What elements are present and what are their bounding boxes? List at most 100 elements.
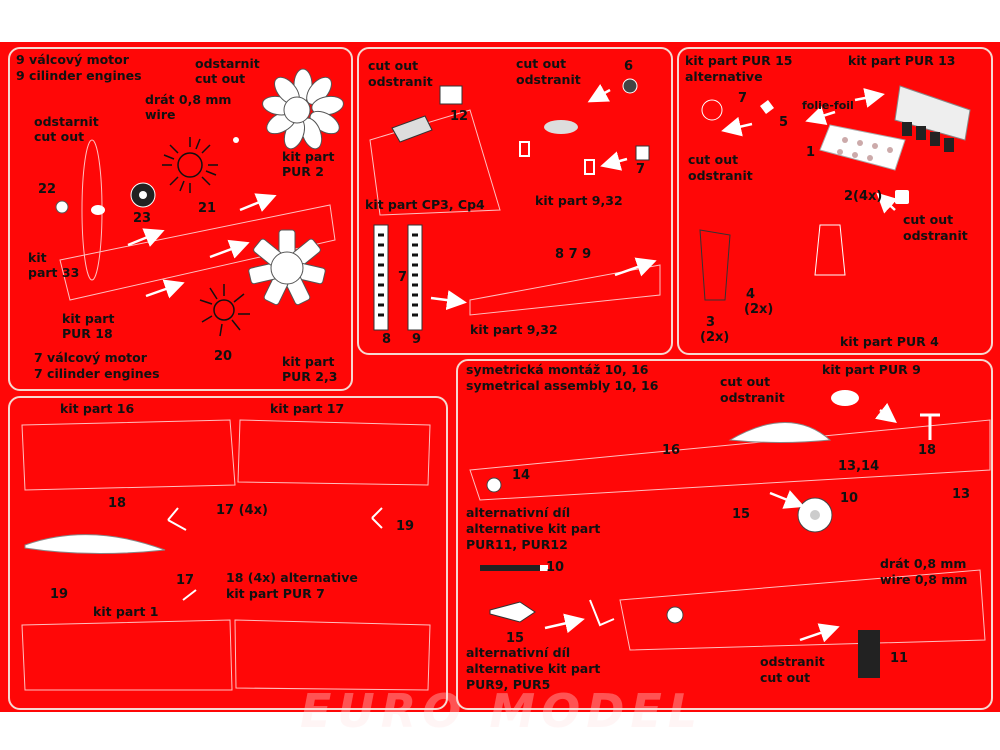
- alt2-label-cz: alternativní díl: [466, 645, 571, 660]
- part-number-10: 10: [840, 491, 859, 506]
- part-number-8: 8: [382, 332, 392, 347]
- part-number-7b: 7: [398, 270, 408, 285]
- cockpit-parts: [391, 78, 650, 175]
- part-number-11: 11: [890, 651, 909, 666]
- p2-cutout-b-cz: odstranit: [516, 72, 581, 87]
- engine9-title-en: 9 cilinder engines: [16, 68, 142, 83]
- wing-strut-parts: [24, 507, 383, 601]
- alt18-label-a: 18 (4x) alternative: [226, 570, 358, 585]
- part-number-7: 7: [636, 162, 646, 177]
- wire-p5-en: wire 0,8 mm: [880, 572, 968, 587]
- p3-cutout-a-cz: odstranit: [688, 168, 753, 183]
- engine-9-cyl: [262, 68, 344, 150]
- part-number-9: 9: [412, 332, 422, 347]
- part-number-7-p3: 7: [738, 91, 748, 106]
- p3-cutout-b-en: cut out: [903, 212, 954, 227]
- kitpart-932-label-top: kit part 9,32: [535, 193, 623, 208]
- kitpart-pur2-label-b: PUR 2: [282, 164, 324, 179]
- cutout2-label-cz: odstarnit: [34, 114, 99, 129]
- engine-9-wire-star: [162, 137, 218, 193]
- panel-engines: [8, 47, 353, 391]
- alt1-label-cz: alternativní díl: [466, 505, 571, 520]
- kitpart33-label-b: part 33: [28, 265, 80, 280]
- cutout-label-cz: odstarnit: [195, 56, 260, 71]
- p3-cutout-a-en: cut out: [688, 152, 739, 167]
- alt18-label-b: kit part PUR 7: [226, 586, 325, 601]
- part-number-1-p3: 1: [806, 145, 816, 160]
- part-number-22: 22: [38, 182, 57, 197]
- cutout-label-en: cut out: [195, 71, 246, 86]
- part-number-12: 12: [450, 109, 469, 124]
- wire-p5-cz: drát 0,8 mm: [880, 556, 967, 571]
- engine7-title-en: 7 cilinder engines: [34, 366, 160, 381]
- part-number-19-right: 19: [396, 519, 415, 534]
- part-number-21: 21: [198, 201, 217, 216]
- part-number-20: 20: [214, 349, 233, 364]
- p5-cutout-top-en: cut out: [720, 374, 771, 389]
- kitpart-cp34-label: kit part CP3, Cp4: [365, 197, 485, 212]
- kitpart-pur18-label-b: PUR 18: [62, 326, 113, 341]
- kitpart-pur2-label-a: kit part: [282, 149, 335, 164]
- part-number-17-4x: 17 (4x): [216, 503, 268, 518]
- assembly-arrows-p5: [544, 402, 897, 643]
- p5-cutout-top-cz: odstranit: [720, 390, 785, 405]
- kitpart16-label: kit part 16: [60, 401, 135, 416]
- p5-cutout-bot-cz: odstranit: [760, 654, 825, 669]
- part-number-6: 6: [624, 59, 634, 74]
- cutout2-label-en: cut out: [34, 129, 85, 144]
- assembly-arrows-p2: [430, 83, 657, 310]
- kitpart-pur15-label-a: kit part PUR 15: [685, 53, 793, 68]
- kitpart17-label: kit part 17: [270, 401, 345, 416]
- engine-7-cyl: [248, 229, 326, 306]
- part-number-18: 18: [108, 496, 127, 511]
- part-number-18-p5: 18: [918, 443, 937, 458]
- p3-cutout-b-cz: odstranit: [903, 228, 968, 243]
- watermark-logo: EURO MODEL: [300, 684, 704, 738]
- part-number-3-qty: (2x): [700, 330, 730, 345]
- part-number-23: 23: [133, 211, 152, 226]
- part-number-10b: 10: [546, 560, 565, 575]
- part-number-13-14: 13,14: [838, 459, 880, 474]
- kitpart-pur4-label: kit part PUR 4: [840, 334, 939, 349]
- assembly-arrows-p3: [721, 88, 898, 214]
- part-number-14: 14: [512, 468, 531, 483]
- assembly-arrows-p1: [127, 193, 277, 299]
- kitpart-pur18-label-a: kit part: [62, 311, 115, 326]
- p2-cutout-a-en: cut out: [368, 58, 419, 73]
- kitpart-pur15-label-b: alternative: [685, 69, 763, 84]
- alt2-label-parts: PUR9, PUR5: [466, 677, 551, 692]
- propeller-hub-parts: [55, 137, 239, 215]
- part-number-15-bottom: 15: [506, 631, 525, 646]
- alt1-label-en: alternative kit part: [466, 521, 601, 536]
- part-number-15-top: 15: [732, 507, 751, 522]
- kitpart-932-label-bottom: kit part 9,32: [470, 322, 558, 337]
- part-number-16: 16: [662, 443, 681, 458]
- part-number-19-left: 19: [50, 587, 69, 602]
- panel-wings: [8, 396, 448, 710]
- panel-cockpit: [357, 47, 673, 355]
- kitpart-pur23-label-a: kit part: [282, 354, 335, 369]
- engine9-title-cz: 9 válcový motor: [16, 52, 129, 67]
- part-number-3: 3: [706, 315, 716, 330]
- panel-undercarriage: [456, 359, 993, 710]
- part-numbers-879: 8 7 9: [555, 247, 592, 262]
- undercarriage-parts: [480, 390, 940, 678]
- engine-7-wire-star: [199, 284, 250, 337]
- cockpit-ladders: [373, 224, 423, 331]
- part-number-4: 4: [746, 287, 756, 302]
- part-number-5: 5: [779, 115, 789, 130]
- foil-label: folie-foil: [802, 99, 854, 112]
- wire-label-en: wire: [145, 107, 176, 122]
- kitpart-pur23-label-b: PUR 2,3: [282, 369, 338, 384]
- symmetric-assembly-en: symetrical assembly 10, 16: [466, 378, 659, 393]
- part-number-13: 13: [952, 487, 971, 502]
- panel-instruments: [677, 47, 993, 355]
- p2-cutout-b-en: cut out: [516, 56, 567, 71]
- alt1-label-parts: PUR11, PUR12: [466, 537, 568, 552]
- kitpart-pur13-label: kit part PUR 13: [848, 53, 956, 68]
- engine7-title-cz: 7 válcový motor: [34, 350, 147, 365]
- part-number-2-4x: 2(4x): [844, 189, 883, 204]
- p5-cutout-bot-en: cut out: [760, 670, 811, 685]
